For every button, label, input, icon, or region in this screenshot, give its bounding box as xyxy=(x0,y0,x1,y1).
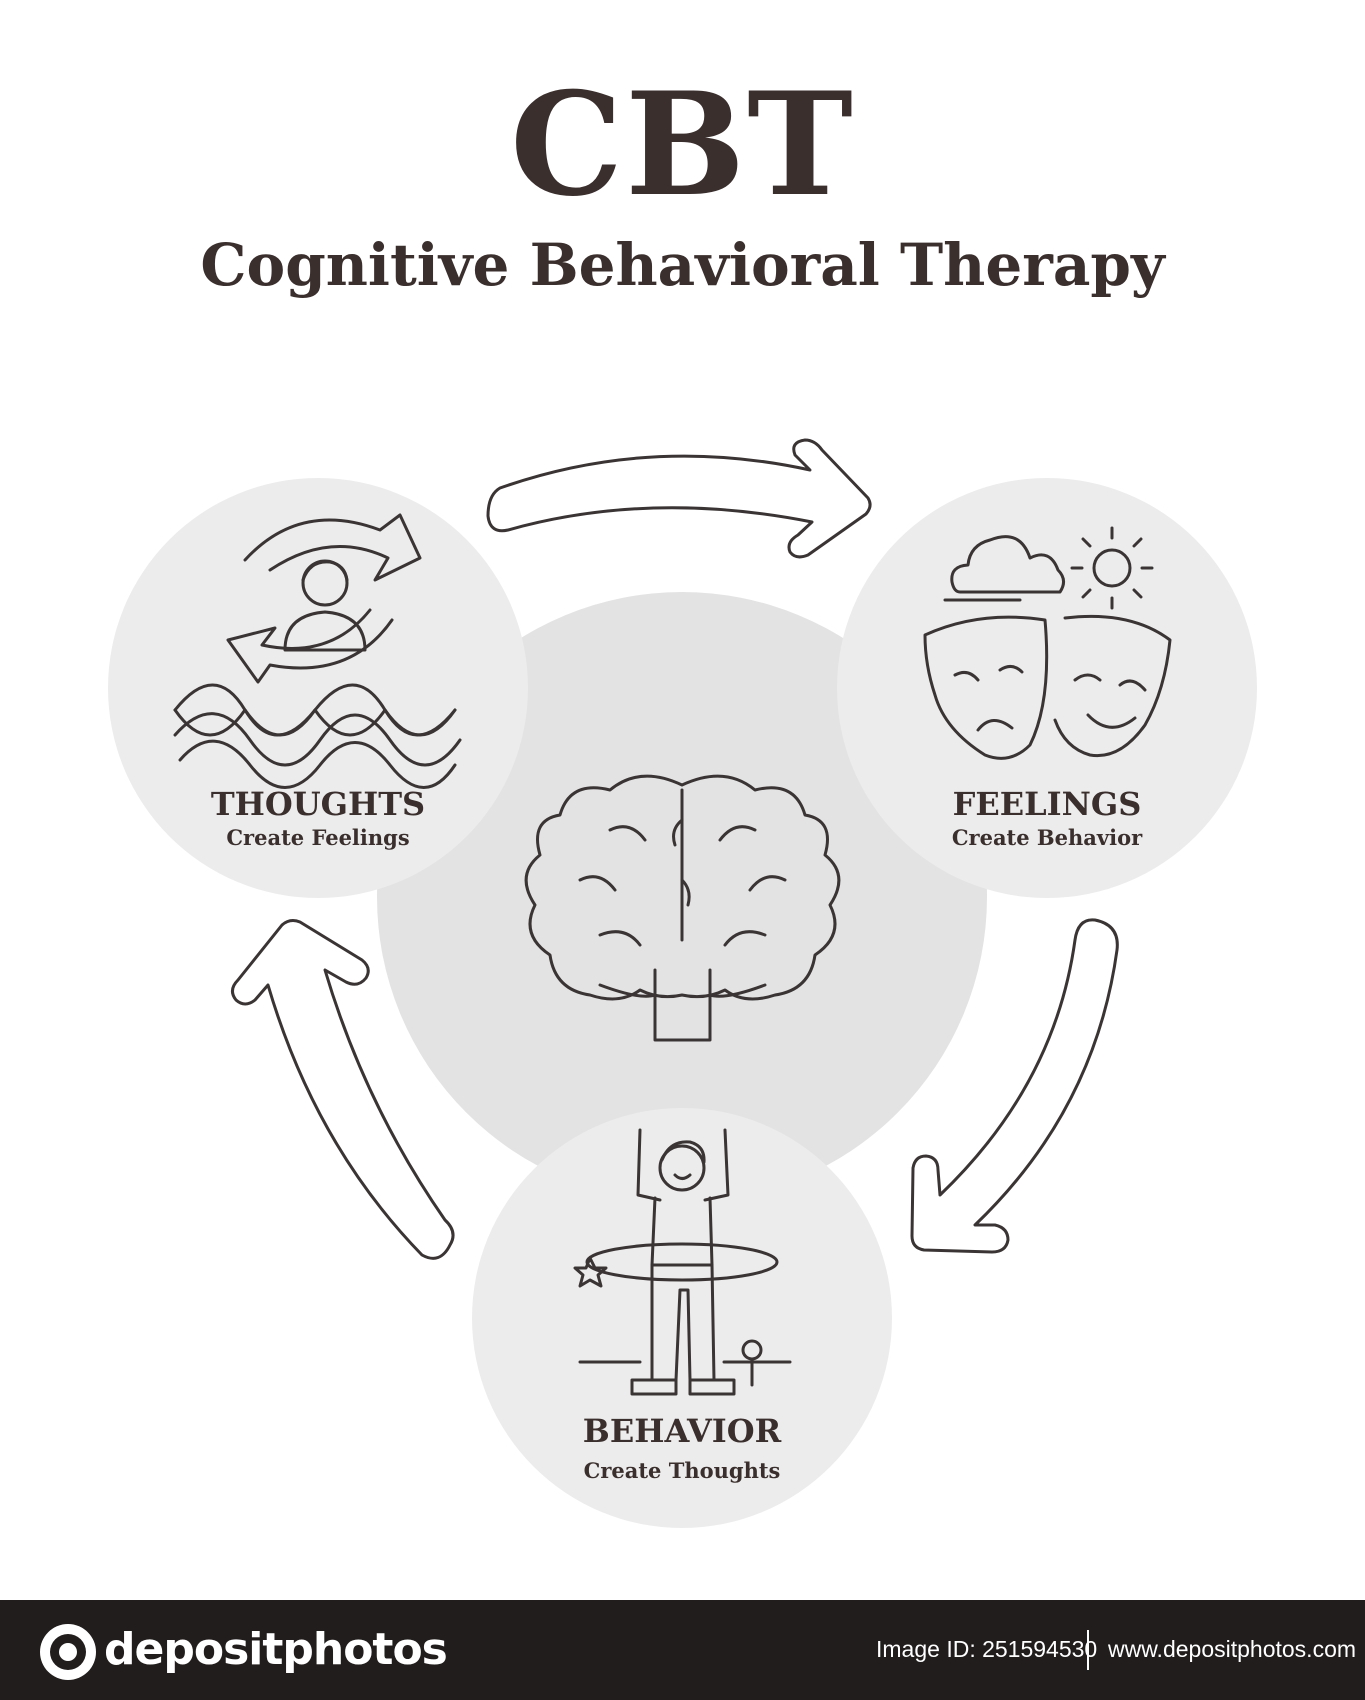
behavior-caption: Create Thoughts xyxy=(583,1458,781,1483)
behavior-circle xyxy=(472,1108,892,1528)
behavior-title: BEHAVIOR xyxy=(582,1412,782,1450)
thoughts-caption: Create Feelings xyxy=(226,825,410,850)
footer-brand: depositphotos xyxy=(104,1624,448,1675)
footer-image-id: Image ID: 251594530 xyxy=(876,1636,1098,1662)
footer-divider xyxy=(1087,1630,1089,1670)
footer-url: www.depositphotos.com xyxy=(1108,1636,1357,1662)
footer-bar: depositphotos Image ID: 251594530 www.de… xyxy=(0,1600,1365,1700)
brain-icon xyxy=(524,774,841,1042)
thoughts-title: THOUGHTS xyxy=(210,785,426,823)
arrow-behavior-to-thoughts-icon xyxy=(231,919,455,1260)
theater-masks-weather-icon xyxy=(923,526,1172,760)
arrow-thoughts-to-feelings-icon xyxy=(486,438,872,559)
diagram-subtitle: Cognitive Behavioral Therapy xyxy=(200,231,1165,299)
cbt-cycle-diagram xyxy=(108,438,1257,1528)
depositphotos-logo-icon xyxy=(40,1624,96,1680)
arrow-feelings-to-behavior-icon xyxy=(910,918,1119,1254)
feelings-caption: Create Behavior xyxy=(951,825,1143,850)
feelings-circle xyxy=(837,478,1257,898)
thoughts-circle xyxy=(108,478,528,898)
feelings-title: FEELINGS xyxy=(952,785,1142,823)
happy-child-hula-hoop-icon xyxy=(573,1128,792,1396)
person-cycle-waves-icon xyxy=(173,513,462,789)
diagram-title: CBT xyxy=(510,62,855,228)
